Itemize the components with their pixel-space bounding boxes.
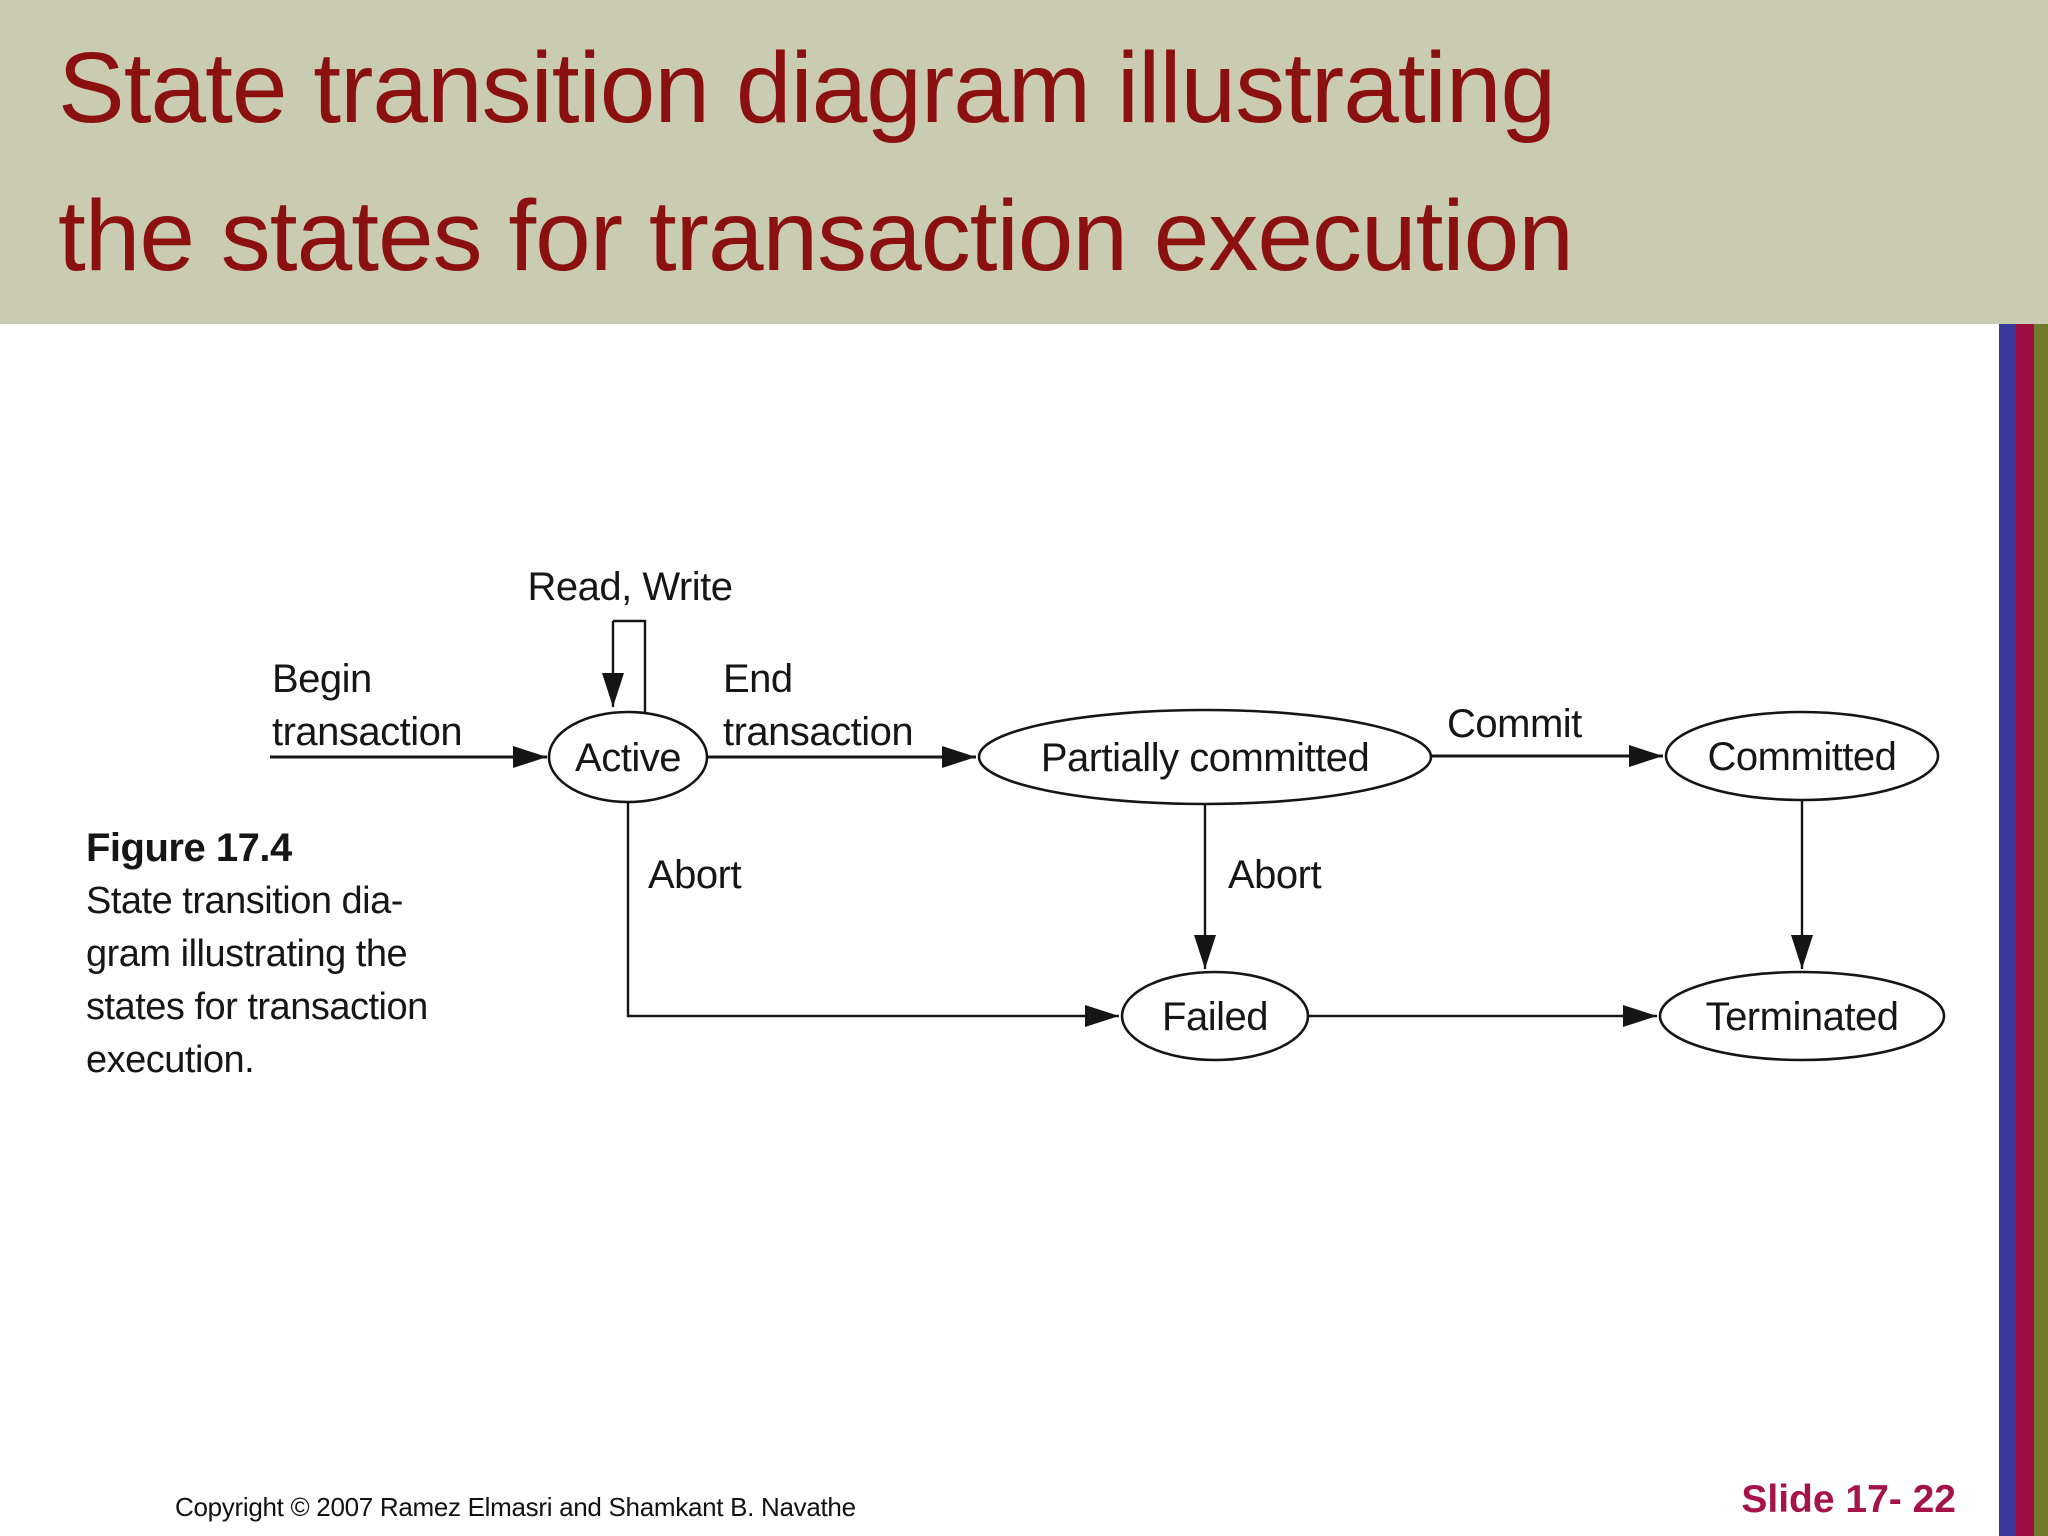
edge-label-end-line2: transaction [723, 710, 913, 754]
edge-label-end-line1: End [723, 657, 793, 701]
figure-caption-line: gram illustrating the [86, 933, 408, 975]
state-label-partially-committed: Partially committed [1041, 736, 1369, 780]
transition-arrow-abort-from-active [626, 803, 1119, 1027]
figure-caption-line: states for transaction [86, 986, 428, 1028]
state-ellipse-active [547, 710, 709, 804]
slide-number: Slide 17- 22 [1741, 1478, 1956, 1521]
state-ellipse-partially-committed [977, 708, 1433, 806]
figure-caption-title: Figure 17.4 [86, 826, 292, 870]
state-label-failed: Failed [1162, 995, 1268, 1039]
accent-stripe-crimson [2016, 324, 2034, 1536]
state-ellipse-terminated [1658, 970, 1946, 1062]
state-label-committed: Committed [1708, 735, 1897, 779]
copyright-text: Copyright © 2007 Ramez Elmasri and Shamk… [175, 1492, 856, 1522]
accent-stripe-blue [1999, 324, 2016, 1536]
slide-header: State transition diagram illustrating th… [0, 0, 2048, 324]
state-ellipse-committed [1664, 710, 1940, 802]
figure-caption-line: execution. [86, 1039, 255, 1081]
edge-label-commit: Commit [1447, 702, 1582, 746]
state-label-active: Active [575, 736, 681, 780]
slide-title-line1: State transition diagram illustrating [58, 32, 1556, 144]
transition-selfloop-read-write [613, 619, 647, 714]
state-ellipse-failed [1120, 970, 1310, 1062]
figure-caption: Figure 17.4 State transition dia- gram i… [86, 822, 516, 1087]
slide-title-line2: the states for transaction execution [58, 180, 1574, 292]
edge-label-abort-right: Abort [1228, 853, 1321, 897]
figure-caption-line: State transition dia- [86, 880, 403, 922]
edge-label-begin-line2: transaction [272, 710, 462, 754]
edge-label-read-write: Read, Write [528, 565, 733, 609]
slide-title: State transition diagram illustrating th… [58, 14, 1574, 310]
state-label-terminated: Terminated [1706, 995, 1899, 1039]
accent-stripe-olive [2034, 324, 2048, 1536]
edge-label-abort-left: Abort [648, 853, 741, 897]
edge-label-begin-line1: Begin [272, 657, 372, 701]
